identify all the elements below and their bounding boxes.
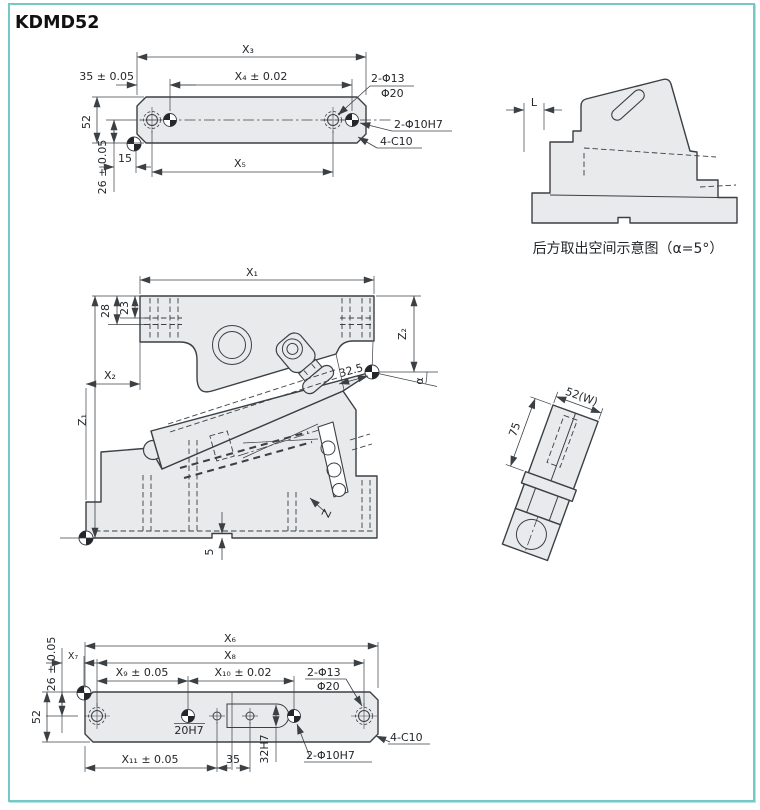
drawing-border: [8, 3, 755, 802]
dim-z1: Z₁: [76, 414, 89, 426]
dim-26: 26 ± 0.05: [45, 637, 58, 692]
dim-x9: X₉ ± 0.05: [116, 666, 169, 679]
dim-x10: X₁₀ ± 0.02: [214, 666, 271, 679]
rear-caption: 后方取出空间示意图（α=5°）: [533, 240, 724, 257]
dim-x1: X₁: [246, 266, 258, 279]
dim-20h7: 20H7: [174, 724, 203, 737]
note-phi20: Φ20: [381, 87, 404, 100]
dim-35: 35 ± 0.05: [79, 70, 134, 83]
note-2phi13: 2-Φ13: [307, 666, 341, 679]
corner-datum-icon: [126, 136, 142, 152]
dim-35: 35: [226, 753, 240, 766]
note-2phi10h7: 2-Φ10H7: [306, 749, 355, 762]
note-4c10: 4-C10: [380, 135, 413, 148]
view-rear-clearance: L 后方取出空间示意图（α=5°）: [506, 78, 738, 257]
slot-oblong: [611, 89, 645, 121]
view-front: X₁ 28 23 Z₁ X₂ Z₂ α: [60, 266, 438, 560]
dim-32-5: 32.5: [338, 361, 365, 380]
dim-alpha: α: [413, 377, 426, 384]
dim-5: 5: [203, 549, 216, 556]
dim-z2: Z₂: [396, 328, 409, 340]
note-4c10: 4-C10: [390, 731, 423, 744]
dim-52: 52: [80, 115, 93, 129]
dim-x2: X₂: [104, 369, 116, 382]
note-phi20: Φ20: [317, 680, 340, 693]
page-title: KDMD52: [15, 13, 99, 33]
dim-15: 15: [118, 152, 132, 165]
dowel-datum-icon: [345, 113, 359, 127]
dowel-datum-icon: [287, 709, 301, 723]
corner-datum-icon: [76, 685, 92, 701]
dim-52w: 52(W): [564, 385, 600, 409]
dim-x3: X₃: [242, 43, 254, 56]
dim-x7: X₇: [68, 651, 79, 662]
dim-32h7: 32H7: [258, 734, 271, 763]
dim-x5: X₅: [234, 157, 246, 170]
note-2phi13: 2-Φ13: [371, 72, 405, 85]
dim-x4: X₄ ± 0.02: [235, 70, 288, 83]
dim-x6: X₆: [224, 632, 237, 645]
dim-52: 52: [30, 710, 43, 724]
view-top-plate: X₃ X₄ ± 0.02 35 ± 0.05 52 26 ± 0.05 15: [79, 43, 452, 194]
dim-75: 75: [506, 421, 523, 439]
dowel-datum-icon: [181, 709, 195, 723]
note-2phi10h7: 2-Φ10H7: [394, 118, 443, 131]
view-bottom-plate: X₆ X₈ X₇ X₉ ± 0.05 X₁₀ ± 0.02 26 ± 0.05: [30, 632, 430, 772]
dim-l: L: [531, 96, 538, 109]
dim-28: 28: [99, 304, 112, 318]
dowel-datum-icon: [163, 113, 177, 127]
view-side: 52(W) 75: [501, 385, 604, 562]
dim-23: 23: [118, 301, 131, 315]
dim-x8: X₈: [224, 649, 237, 662]
dim-x11: X₁₁ ± 0.05: [121, 753, 178, 766]
corner-datum-icon: [364, 364, 380, 380]
